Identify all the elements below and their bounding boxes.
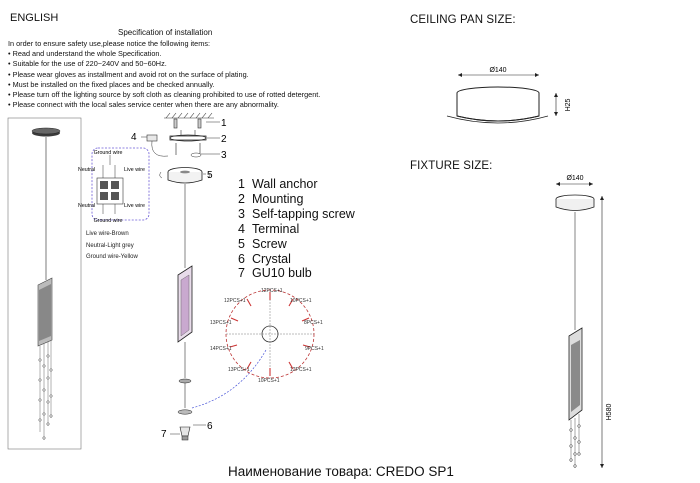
legend-row: 3 Self-tapping screw xyxy=(238,207,355,222)
spec-item: • Please turn off the lighting source by… xyxy=(8,90,321,100)
spec-item: In order to ensure safety use,please not… xyxy=(8,39,210,48)
svg-text:14PCS+1: 14PCS+1 xyxy=(210,346,232,352)
svg-text:12PCS+1: 12PCS+1 xyxy=(224,298,246,304)
mounting-bracket xyxy=(169,135,207,141)
legend-num: 7 xyxy=(238,266,245,281)
gu10-bulb xyxy=(179,426,191,441)
legend-num: 6 xyxy=(238,251,245,266)
wire-note: Live wire-Brown xyxy=(86,231,129,237)
spec-item: • Please wear gloves as installment and … xyxy=(8,69,249,79)
legend-label: Mounting xyxy=(252,191,304,206)
spec-item: • Please connect with the local sales se… xyxy=(8,100,279,110)
callout-3: 3 xyxy=(221,150,227,161)
legend-num: 4 xyxy=(238,221,245,236)
callout-2: 2 xyxy=(221,134,227,145)
wiring-label: Live wire xyxy=(124,203,145,209)
wiring-label: Ground wire xyxy=(94,218,123,224)
crystal-ring xyxy=(178,378,192,384)
legend-row: 2 Mounting xyxy=(238,192,355,207)
callout-1: 1 xyxy=(221,118,227,129)
legend-row: 1 Wall anchor xyxy=(238,177,355,192)
fixture-height: H580 xyxy=(606,404,613,421)
legend-num: 5 xyxy=(238,236,245,251)
preview-crystals xyxy=(38,341,53,440)
legend-num: 1 xyxy=(238,177,245,191)
exploded-installation-drawing: 1 2 3 4 5 6 7 xyxy=(131,112,267,441)
callout-5: 5 xyxy=(207,170,213,181)
legend-row: 7 GU10 bulb xyxy=(238,266,355,281)
ceiling-hatch xyxy=(164,112,214,119)
product-name: Наименование товара: CREDO SP1 xyxy=(228,464,454,479)
legend-label: Terminal xyxy=(252,221,300,236)
ceiling-pan-height: H25 xyxy=(565,98,572,111)
ceiling-pan-drawing: Ø140 H25 xyxy=(446,67,572,124)
wire-note: Ground wire-Yellow xyxy=(86,254,138,260)
svg-text:13PCS+1: 13PCS+1 xyxy=(228,367,250,373)
spec-title: Specification of installation xyxy=(118,28,213,37)
wiring-frame xyxy=(91,147,150,221)
fixture-diameter: Ø140 xyxy=(566,175,583,182)
wire-color-notes: Live wire-Brown Neutral-Light grey Groun… xyxy=(86,229,138,264)
shade xyxy=(177,265,193,343)
fixture-size-title: FIXTURE SIZE: xyxy=(410,160,493,172)
callout-4: 4 xyxy=(131,132,137,143)
svg-text:10PCS+1: 10PCS+1 xyxy=(258,378,280,384)
callout-6: 6 xyxy=(207,421,213,432)
spec-item: • Read and understand the whole Specific… xyxy=(8,49,162,59)
wire-note: Neutral-Light grey xyxy=(86,242,134,249)
language-heading: ENGLISH xyxy=(10,12,59,24)
spec-item: • Must be installed on the fixed places … xyxy=(8,79,215,89)
callout-7: 7 xyxy=(161,429,167,440)
svg-text:10PCS+1: 10PCS+1 xyxy=(290,298,312,304)
terminal xyxy=(146,134,158,142)
legend-label: Self-tapping screw xyxy=(252,206,355,221)
wiring-label: Live wire xyxy=(124,167,145,173)
self-tapping-screws xyxy=(175,143,201,155)
legend-num: 3 xyxy=(238,206,245,221)
crystal-strand-ticks xyxy=(229,292,311,376)
svg-text:12PCS+1: 12PCS+1 xyxy=(290,367,312,373)
legend-num: 2 xyxy=(238,191,245,206)
ceiling-pan-diameter: Ø140 xyxy=(489,67,506,74)
wiring-label: Ground wire xyxy=(94,150,123,156)
fixture-size-drawing: Ø140 H580 xyxy=(555,175,613,468)
legend-label: Crystal xyxy=(252,251,291,266)
crystal-arrow xyxy=(191,349,267,409)
svg-text:8PCS+1: 8PCS+1 xyxy=(304,320,323,326)
canopy xyxy=(167,167,203,184)
wiring-label: Neutral xyxy=(78,167,95,173)
legend-label: Screw xyxy=(252,236,287,251)
parts-legend: 1 Wall anchor 2 Mounting 3 Self-tapping scr… xyxy=(238,177,355,281)
spec-list: In order to ensure safety use,please not… xyxy=(8,39,320,110)
wall-anchors xyxy=(173,118,202,129)
svg-text:12PCS+1: 12PCS+1 xyxy=(261,288,283,294)
legend-label: GU10 bulb xyxy=(252,266,312,281)
preview-frame xyxy=(7,117,82,450)
legend-label: Wall anchor xyxy=(252,177,318,191)
crystal-layout-map: 12PCS+1 12PCS+1 10PCS+1 13PCS+1 8PCS+1 1… xyxy=(210,288,324,384)
wiring-diagram: Ground wire Neutral Live wire Neutral Li… xyxy=(78,147,150,224)
fixture-preview-illustration xyxy=(7,117,82,450)
crystal-count-labels: 12PCS+1 12PCS+1 10PCS+1 13PCS+1 8PCS+1 1… xyxy=(210,288,324,384)
legend-row: 4 Terminal xyxy=(238,222,355,237)
svg-text:13PCS+1: 13PCS+1 xyxy=(210,320,232,326)
svg-text:9PCS+1: 9PCS+1 xyxy=(305,346,324,352)
ceiling-pan-title: CEILING PAN SIZE: xyxy=(410,14,516,26)
spec-item: • Suitable for the use of 220~240V and 5… xyxy=(8,59,167,69)
legend-row: 6 Crystal xyxy=(238,252,355,267)
legend-row: 5 Screw xyxy=(238,237,355,252)
wiring-label: Neutral xyxy=(78,203,95,209)
